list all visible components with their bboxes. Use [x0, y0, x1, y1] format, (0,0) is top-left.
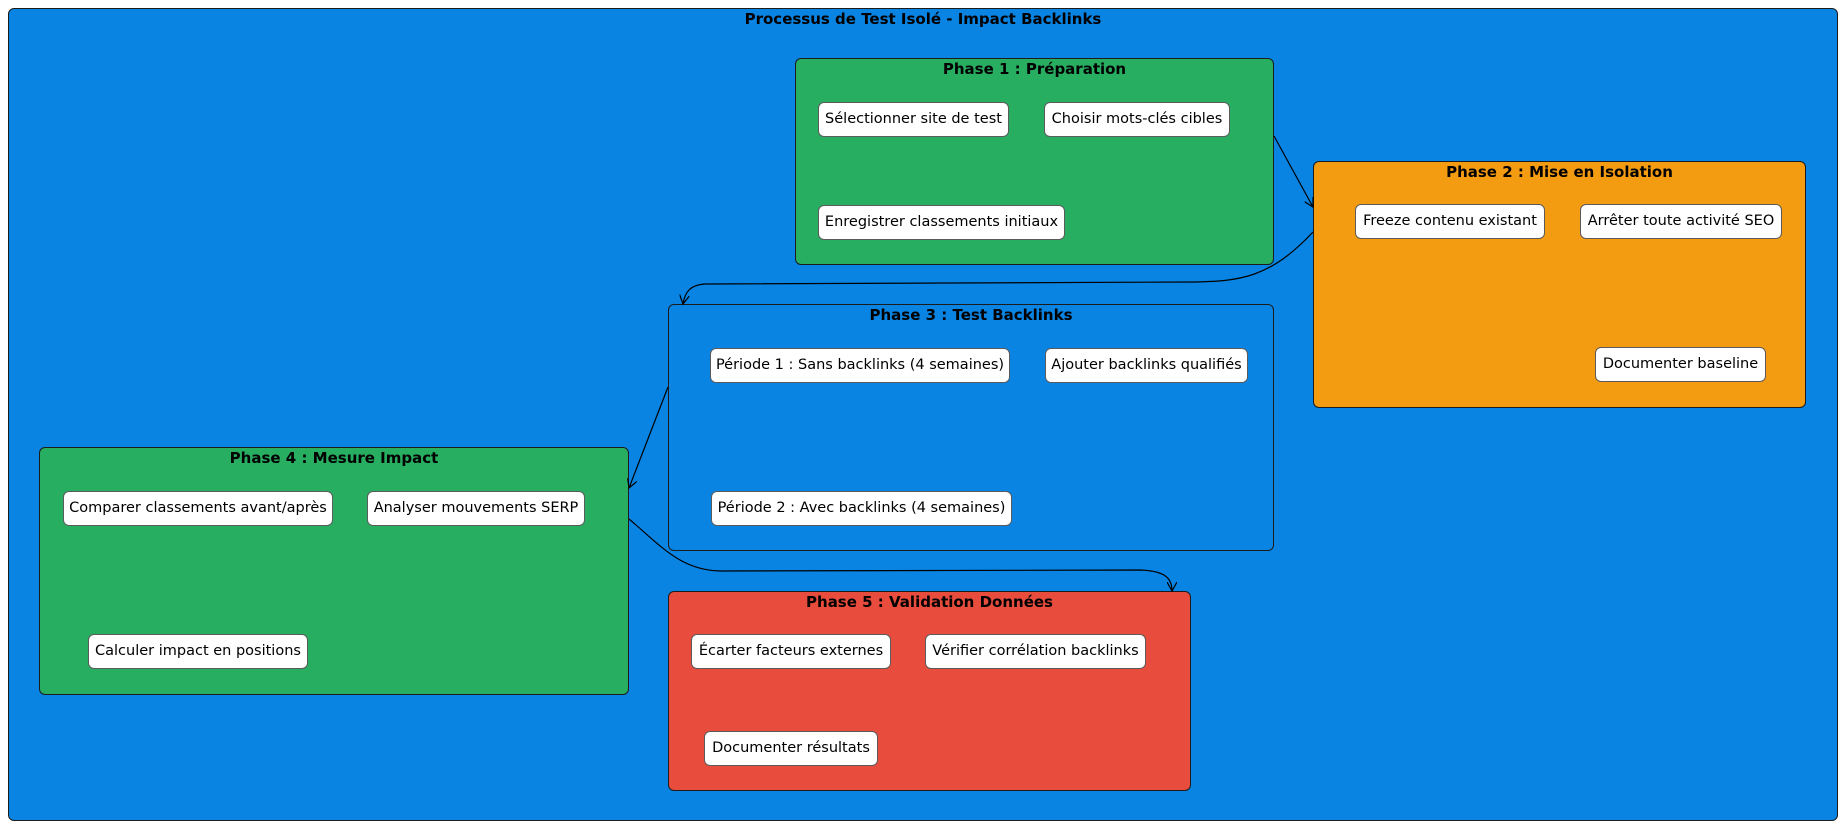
node-period-1: Période 1 : Sans backlinks (4 semaines) — [710, 348, 1010, 383]
phase-1-title: Phase 1 : Préparation — [942, 60, 1127, 78]
node-choose-keywords: Choisir mots-clés cibles — [1044, 102, 1230, 137]
node-select-test-site: Sélectionner site de test — [818, 102, 1009, 137]
diagram-title: Processus de Test Isolé - Impact Backlin… — [744, 10, 1102, 28]
node-record-rankings: Enregistrer classements initiaux — [818, 205, 1065, 240]
node-verify-correlation: Vérifier corrélation backlinks — [925, 634, 1146, 669]
node-calculate-impact: Calculer impact en positions — [88, 634, 308, 669]
phase-2-title: Phase 2 : Mise en Isolation — [1446, 163, 1673, 181]
node-add-backlinks: Ajouter backlinks qualifiés — [1045, 348, 1248, 383]
node-document-results: Documenter résultats — [704, 731, 878, 766]
node-stop-seo: Arrêter toute activité SEO — [1580, 204, 1782, 239]
phase-4-title: Phase 4 : Mesure Impact — [229, 449, 439, 467]
node-analyze-serp: Analyser mouvements SERP — [367, 491, 585, 526]
node-document-baseline: Documenter baseline — [1595, 347, 1766, 382]
node-compare-rankings: Comparer classements avant/après — [63, 491, 333, 526]
node-freeze-content: Freeze contenu existant — [1355, 204, 1545, 239]
node-period-2: Période 2 : Avec backlinks (4 semaines) — [711, 491, 1012, 526]
phase-3-title: Phase 3 : Test Backlinks — [869, 306, 1073, 324]
node-exclude-factors: Écarter facteurs externes — [691, 634, 891, 669]
phase-5-title: Phase 5 : Validation Données — [806, 593, 1053, 611]
